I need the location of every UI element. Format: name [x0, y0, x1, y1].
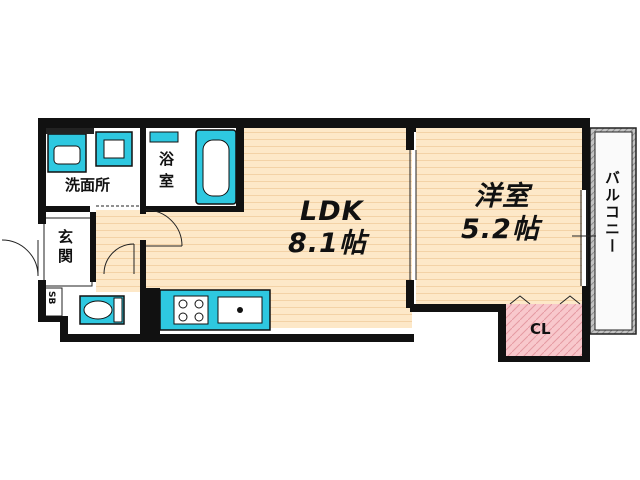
ldk-size-label: 8.1帖 — [288, 228, 367, 259]
shoebox-label: SB — [46, 291, 56, 305]
balcony-label: バルコニー — [603, 170, 621, 255]
entrance-label-bottom: 関 — [58, 247, 74, 265]
washroom-label: 洗面所 — [65, 176, 111, 194]
western-room-size-label: 5.2帖 — [461, 214, 540, 245]
western-room-floor — [416, 128, 584, 308]
entrance-label-top: 玄 — [58, 228, 74, 246]
western-room-label: 洋室 — [474, 181, 530, 212]
bath-label-top: 浴 — [159, 150, 175, 168]
hall-floor — [96, 210, 146, 300]
closet-floor — [504, 304, 584, 356]
ldk-label: LDK — [300, 196, 364, 227]
closet-label: CL — [530, 320, 551, 338]
bath-label-bottom: 室 — [159, 172, 175, 190]
